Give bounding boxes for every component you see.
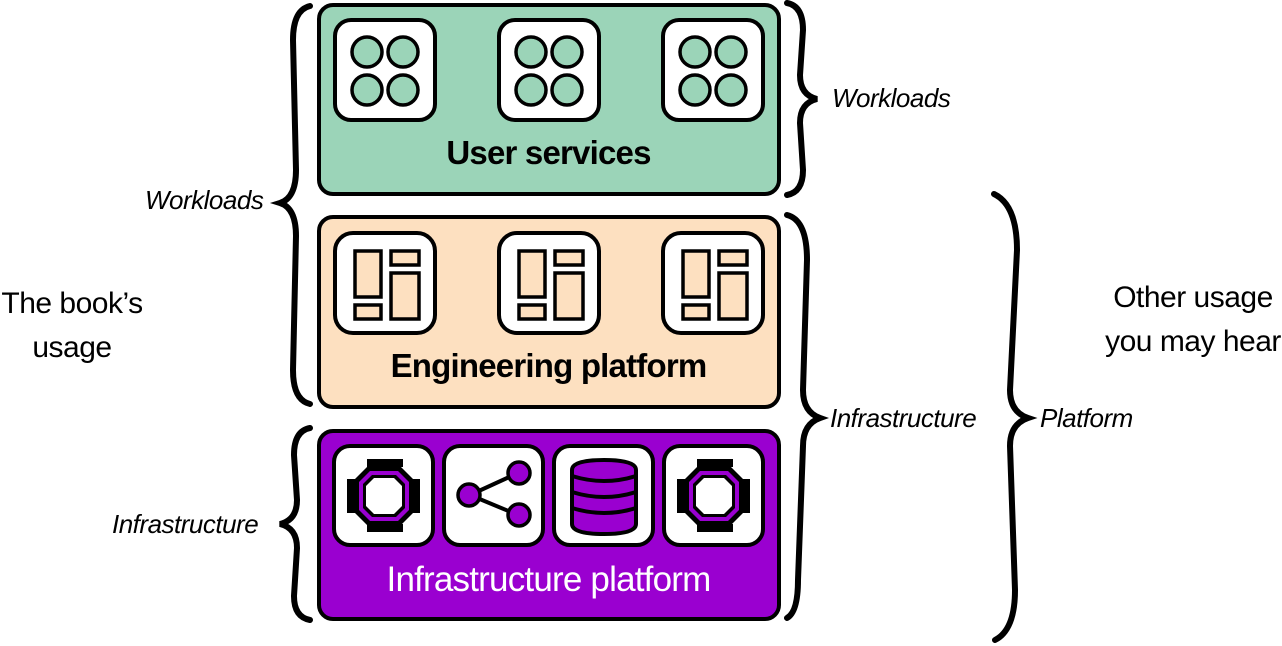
cpu-chip-icon — [332, 444, 435, 547]
dashboard-layout-icon — [661, 231, 765, 335]
microservices-grid-icon — [333, 18, 437, 122]
microservices-grid-icon — [661, 18, 765, 122]
left-infrastructure-brace — [279, 425, 313, 623]
book-usage-line2: usage — [32, 331, 112, 364]
other-usage-heading: Other usage you may hear — [1100, 276, 1282, 364]
dashboard-layout-icon — [497, 231, 601, 335]
right-platform-label: Platform — [1040, 403, 1133, 433]
right-platform-brace — [991, 191, 1038, 643]
right-workloads-label: Workloads — [832, 83, 951, 113]
left-infrastructure-label: Infrastructure — [112, 509, 259, 539]
network-share-icon — [442, 444, 545, 547]
microservices-grid-icon — [497, 18, 601, 122]
other-usage-line1: Other usage — [1113, 281, 1273, 314]
book-usage-heading: The book’s usage — [0, 282, 144, 370]
cpu-chip-icon — [662, 444, 765, 547]
right-workloads-brace — [784, 0, 818, 198]
book-usage-line1: The book’s — [1, 287, 143, 320]
engineering-platform-title: Engineering platform — [390, 347, 708, 384]
database-icon — [552, 444, 655, 547]
dashboard-layout-icon — [333, 231, 437, 335]
right-infrastructure-brace — [784, 212, 829, 621]
right-infrastructure-label: Infrastructure — [830, 403, 977, 433]
infrastructure-platform-title: Infrastructure platform — [386, 560, 712, 599]
other-usage-line2: you may hear — [1105, 325, 1281, 358]
left-workloads-label: Workloads — [145, 185, 264, 215]
user-services-title: User services — [446, 134, 651, 171]
left-workloads-brace — [269, 3, 313, 407]
